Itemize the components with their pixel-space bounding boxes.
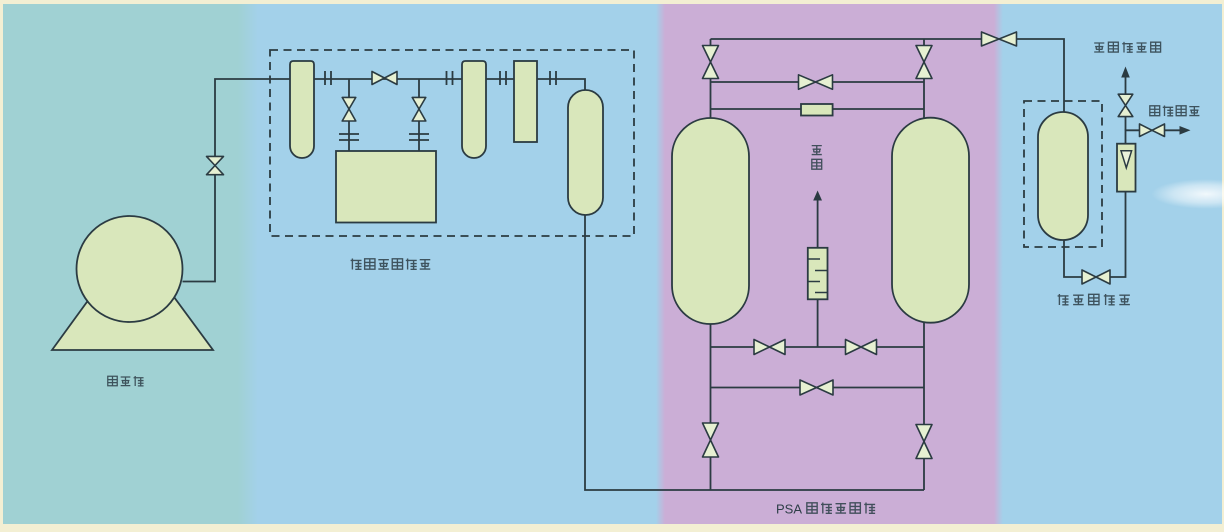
svg-text:PSA: PSA bbox=[776, 502, 802, 517]
